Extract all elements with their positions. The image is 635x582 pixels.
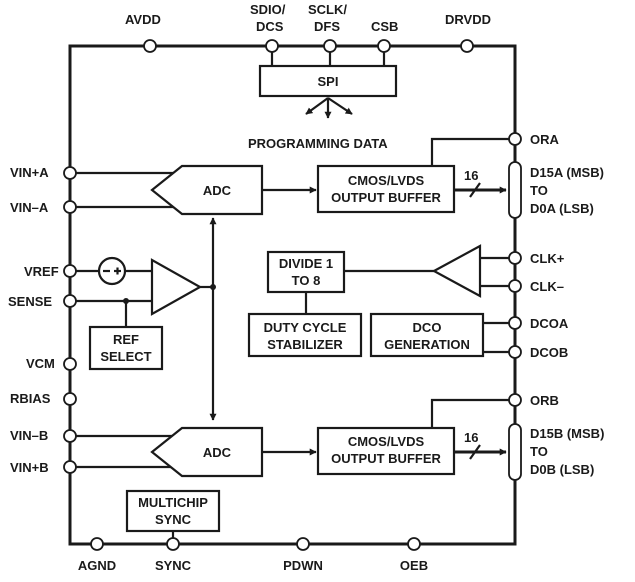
pin-label-d15a: D15A (MSB) [530, 165, 604, 180]
output-buffer-a [316, 164, 456, 214]
pin-label-agnd: AGND [78, 558, 116, 573]
pin-label-orb: ORB [530, 393, 559, 408]
pin-label-sclk: SCLK/ [308, 2, 347, 17]
pin-vref [63, 264, 77, 278]
prog-arrow-left [305, 97, 329, 115]
programming-data-label: PROGRAMMING DATA [248, 136, 388, 151]
ref-select-line1: REF [113, 332, 139, 347]
pin-sdio [265, 39, 279, 53]
multichip-sync-line2: SYNC [155, 512, 192, 527]
pin-dcob [508, 345, 522, 359]
spi-label: SPI [318, 74, 339, 89]
ref-node [210, 284, 216, 290]
pin-label-vin-minus-b: VIN–B [10, 428, 48, 443]
dco-generation-line2: GENERATION [384, 337, 470, 352]
dco-generation-block [369, 312, 485, 358]
pin-label-dcs: DCS [256, 19, 284, 34]
pin-vin-plus-b [63, 460, 77, 474]
multichip-sync-block [125, 489, 221, 533]
pin-ora [508, 132, 522, 146]
pin-label-clk-plus: CLK+ [530, 251, 565, 266]
pin-label-d0b: D0B (LSB) [530, 462, 594, 477]
divider-block [266, 250, 346, 294]
bus-a-width: 16 [464, 168, 478, 183]
adc-a-label: ADC [203, 183, 232, 198]
pin-label-ora: ORA [530, 132, 560, 147]
pin-pdwn [296, 537, 310, 551]
pin-label-vref: VREF [24, 264, 59, 279]
pin-label-to-b: TO [530, 444, 548, 459]
pin-label-vin-minus-a: VIN–A [10, 200, 49, 215]
pin-vin-plus-a [63, 166, 77, 180]
duty-cycle-line1: DUTY CYCLE [264, 320, 347, 335]
pin-label-oeb: OEB [400, 558, 428, 573]
pin-vcm [63, 357, 77, 371]
ora-wire [430, 137, 509, 166]
pin-label-d15b: D15B (MSB) [530, 426, 604, 441]
pin-label-dcob: DCOB [530, 345, 568, 360]
adc-b-label: ADC [203, 445, 232, 460]
pin-label-rbias: RBIAS [10, 391, 51, 406]
pin-label-vcm: VCM [26, 356, 55, 371]
output-buffer-b-line1: CMOS/LVDS [348, 434, 425, 449]
output-buffer-b-line2: OUTPUT BUFFER [331, 451, 441, 466]
divider-line2: TO 8 [292, 273, 321, 288]
output-buffer-a-line1: CMOS/LVDS [348, 173, 425, 188]
spi-block [258, 64, 398, 98]
pin-label-sdio: SDIO/ [250, 2, 286, 17]
pin-agnd [90, 537, 104, 551]
duty-cycle-line2: STABILIZER [267, 337, 343, 352]
pin-label-csb: CSB [371, 19, 398, 34]
pin-drvdd [460, 39, 474, 53]
pin-vin-minus-a [63, 200, 77, 214]
pin-label-to-a: TO [530, 183, 548, 198]
ref-select-line2: SELECT [100, 349, 151, 364]
pin-clk-plus [508, 251, 522, 265]
pin-label-dcoa: DCOA [530, 316, 569, 331]
pin-clk-minus [508, 279, 522, 293]
pin-sync [166, 537, 180, 551]
bus-b-width: 16 [464, 430, 478, 445]
pin-csb [377, 39, 391, 53]
pin-label-clk-minus: CLK– [530, 279, 564, 294]
pin-label-vin-plus-b: VIN+B [10, 460, 49, 475]
ref-amplifier [150, 258, 203, 316]
pin-label-d0a: D0A (LSB) [530, 201, 594, 216]
pin-label-vin-plus-a: VIN+A [10, 165, 49, 180]
dco-generation-line1: DCO [413, 320, 442, 335]
pin-rbias [63, 392, 77, 406]
divider-line1: DIVIDE 1 [279, 256, 333, 271]
clock-buffer [431, 244, 482, 298]
ref-select-block [88, 325, 164, 371]
pin-label-drvdd: DRVDD [445, 12, 491, 27]
pin-data-bus-b [508, 423, 522, 481]
pin-label-dfs: DFS [314, 19, 340, 34]
output-buffer-a-line2: OUTPUT BUFFER [331, 190, 441, 205]
output-buffer-b [316, 426, 456, 476]
pin-dcoa [508, 316, 522, 330]
pin-label-pdwn: PDWN [283, 558, 323, 573]
pin-avdd [143, 39, 157, 53]
pin-label-sense: SENSE [8, 294, 52, 309]
pin-label-avdd: AVDD [125, 12, 161, 27]
pin-sense [63, 294, 77, 308]
pin-vin-minus-b [63, 429, 77, 443]
pin-orb [508, 393, 522, 407]
multichip-sync-line1: MULTICHIP [138, 495, 208, 510]
bus-a-slash [469, 182, 481, 198]
pin-sclk [323, 39, 337, 53]
pin-data-bus-a [508, 161, 522, 219]
pin-oeb [407, 537, 421, 551]
pin-label-sync: SYNC [155, 558, 192, 573]
prog-arrow-right [327, 97, 353, 115]
duty-cycle-block [247, 312, 363, 358]
orb-wire [430, 398, 509, 428]
vref-source [97, 256, 127, 286]
bus-b-slash [469, 444, 481, 460]
